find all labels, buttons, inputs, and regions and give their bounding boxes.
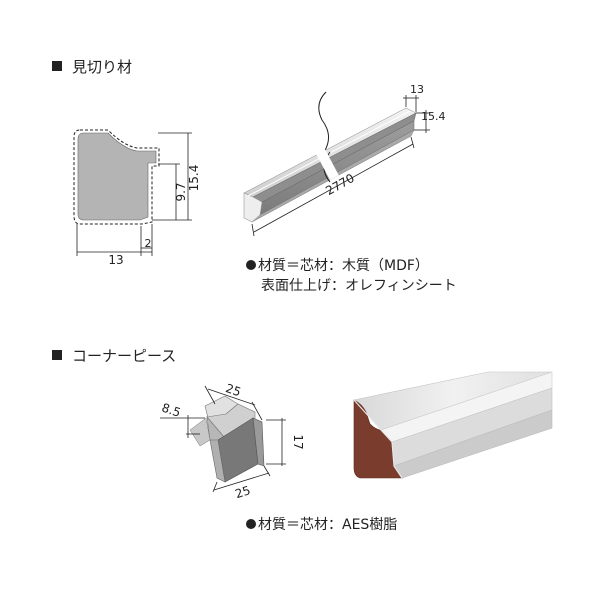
mikiri-profile-section <box>73 129 160 225</box>
bullet-square-icon <box>52 61 62 71</box>
heading-text: 見切り材 <box>72 58 133 76</box>
rail-dimension-lines <box>251 95 430 237</box>
dim-height-15-4: 15.4 <box>187 165 201 192</box>
bullet-dot-icon <box>246 519 256 529</box>
dim-side-17: 17 <box>291 434 305 449</box>
corner-piece-drawing <box>189 395 265 483</box>
spec-material-1: 材質＝芯材：木質（MDF） <box>246 256 429 276</box>
section-heading-mikiri: 見切り材 <box>52 58 132 76</box>
dim-lip-2: 2 <box>145 237 152 250</box>
dim-iso-height-15-4: 15.4 <box>421 110 446 123</box>
corner-dimension-lines <box>160 385 286 493</box>
section-heading-corner: コーナーピース <box>52 347 176 365</box>
dim-depth-8-5: 8.5 <box>160 401 182 420</box>
dim-iso-width-13: 13 <box>410 83 424 96</box>
spec-text: 材質＝芯材：AES樹脂 <box>258 517 398 533</box>
dim-bottom-25: 25 <box>233 483 252 501</box>
spec-text: 表面仕上げ：オレフィンシート <box>261 278 457 294</box>
spec-finish-1: 表面仕上げ：オレフィンシート <box>261 276 457 296</box>
dim-inner-height-9-7: 9.7 <box>174 182 188 201</box>
bullet-dot-icon <box>246 260 256 270</box>
spec-material-2: 材質＝芯材：AES樹脂 <box>246 515 397 535</box>
heading-text: コーナーピース <box>72 347 177 365</box>
spec-text: 材質＝芯材：木質（MDF） <box>258 258 429 274</box>
bullet-square-icon <box>52 350 62 360</box>
mikiri-rail-isometric <box>243 91 417 223</box>
dim-top-25: 25 <box>224 381 243 399</box>
profile-dimension-lines <box>76 132 192 256</box>
corner-product-photo <box>353 371 553 479</box>
dim-width-13: 13 <box>108 253 123 267</box>
